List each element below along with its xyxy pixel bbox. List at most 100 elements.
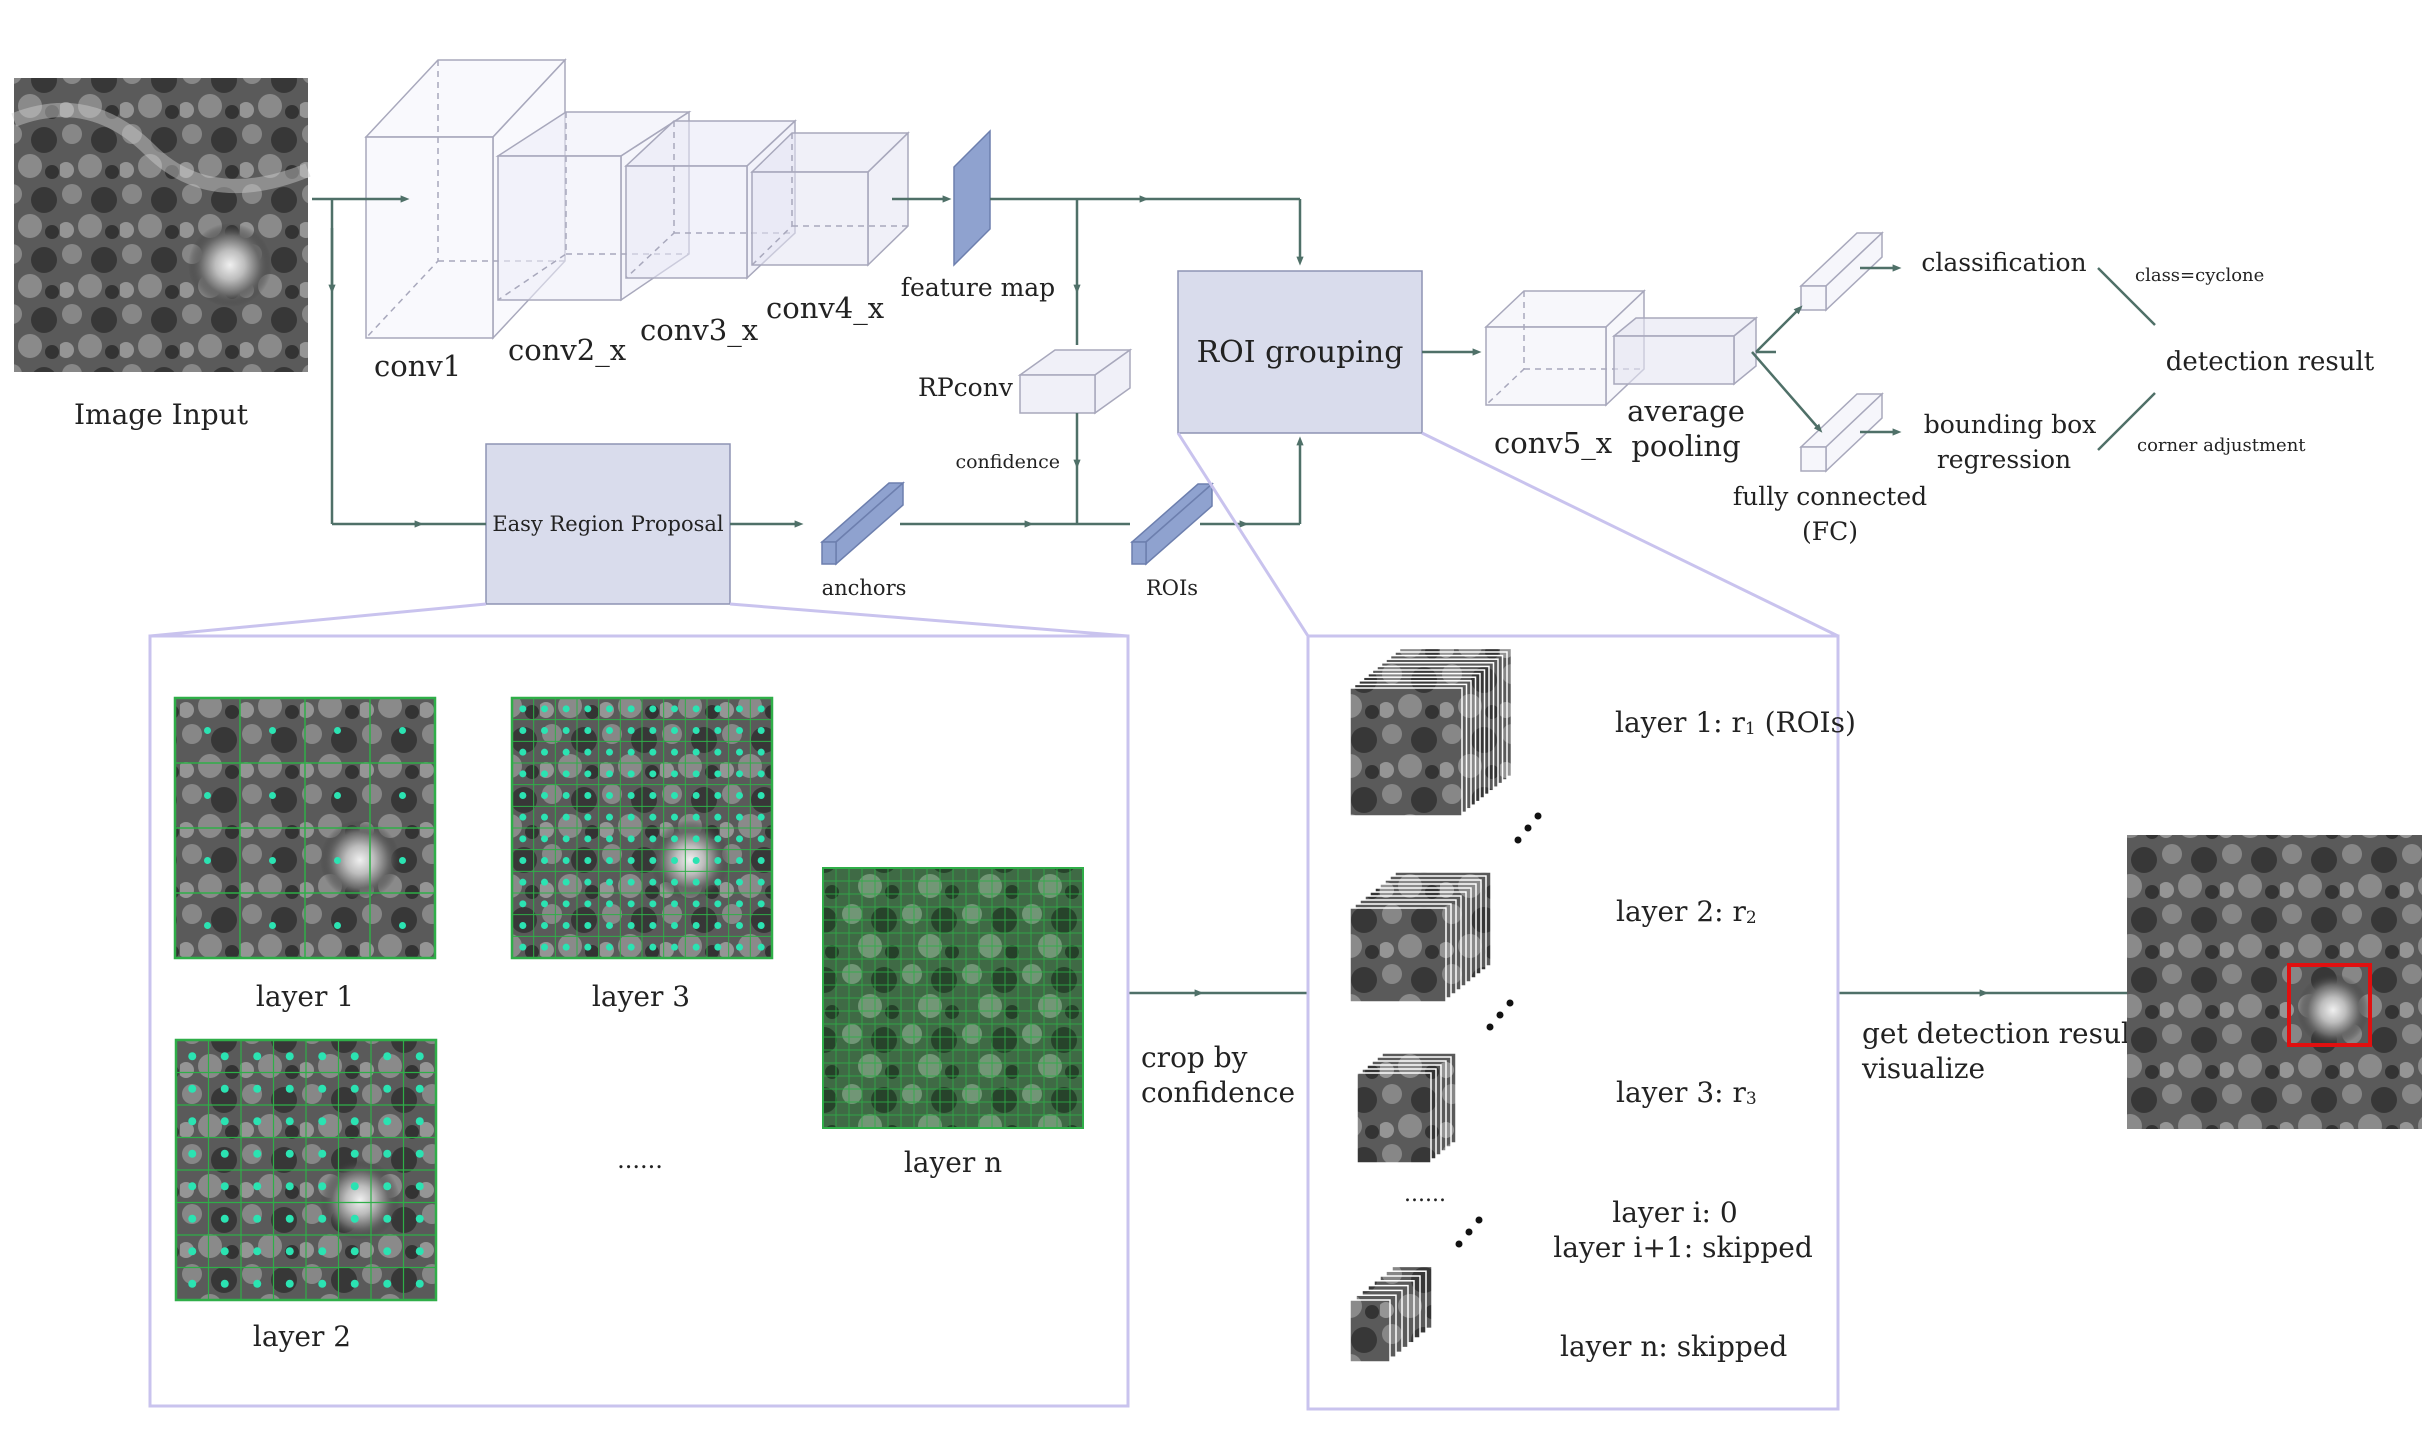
rois-block <box>1130 482 1214 566</box>
layern-grid-image <box>822 867 1084 1129</box>
anchor-dot <box>519 770 527 778</box>
anchor-dot <box>562 792 570 799</box>
anchor-dot <box>318 1052 327 1061</box>
anchor-dot <box>714 943 722 951</box>
conv1-label: conv1 <box>374 349 461 383</box>
roi-ellipsis-dots <box>1455 812 1542 1248</box>
anchor-dot <box>220 1214 229 1223</box>
anchor-dot <box>269 857 276 864</box>
anchor-dot <box>606 835 613 843</box>
corner-adjustment-note: corner adjustment <box>2137 435 2306 456</box>
anchor-dot <box>285 1149 294 1158</box>
anchor-dot <box>627 727 635 734</box>
anchor-dot <box>649 813 657 821</box>
anchor-dot <box>562 835 570 843</box>
anchor-dot <box>606 770 613 778</box>
layer3-label: layer 3 <box>592 980 690 1013</box>
anchor-dot <box>318 1084 327 1093</box>
anchor-dot <box>253 1149 262 1158</box>
anchor-dot <box>584 878 592 886</box>
class-cyclone-note: class=cyclone <box>2135 265 2264 286</box>
anchor-dot <box>415 1052 424 1061</box>
anchor-dot <box>253 1279 262 1288</box>
anchor-dot <box>541 813 548 821</box>
anchor-dot <box>757 922 765 929</box>
anchor-dot <box>519 878 527 886</box>
arrow-bbox-to-result <box>2097 392 2156 451</box>
anchor-dot <box>627 705 635 713</box>
anchor-dot <box>350 1279 359 1288</box>
anchor-dot <box>606 900 613 908</box>
anchor-dot <box>350 1247 359 1256</box>
conv5-label: conv5_x <box>1494 426 1612 461</box>
conv4-label: conv4_x <box>766 291 884 326</box>
anchor-dot <box>519 705 527 713</box>
fc-bottom-block <box>1799 392 1884 473</box>
anchor-dot <box>399 922 406 929</box>
anchor-dot <box>649 943 657 951</box>
anchor-dot <box>318 1214 327 1223</box>
anchor-dot <box>714 770 722 778</box>
anchor-dot <box>736 770 743 778</box>
anchor-dot <box>649 878 657 886</box>
rois-label: ROIs <box>1146 576 1198 600</box>
anchor-dot <box>736 857 743 864</box>
anchor-dot <box>736 727 743 734</box>
anchor-dot <box>736 792 743 799</box>
roi-layeri-label: layer i: 0 <box>1612 1196 1737 1229</box>
anchor-dot <box>692 748 700 756</box>
anchor-dot <box>584 922 592 929</box>
anchor-dot <box>188 1052 197 1061</box>
anchor-dot <box>541 900 548 908</box>
anchor-dot <box>541 770 548 778</box>
anchor-dot <box>220 1117 229 1126</box>
anchor-dot <box>383 1247 392 1256</box>
anchor-dot <box>627 792 635 799</box>
anchor-dot <box>627 922 635 929</box>
anchor-dot <box>606 943 613 951</box>
anchor-dot <box>736 813 743 821</box>
anchor-dot <box>334 792 341 799</box>
anchor-dot <box>649 748 657 756</box>
anchor-dot <box>253 1247 262 1256</box>
anchor-dot <box>757 705 765 713</box>
fc-label-2: (FC) <box>1802 517 1858 546</box>
anchor-dot <box>383 1117 392 1126</box>
anchor-dot <box>584 813 592 821</box>
anchor-dot <box>649 770 657 778</box>
anchor-dot <box>519 835 527 843</box>
anchor-dot <box>692 835 700 843</box>
anchor-dot <box>350 1052 359 1061</box>
anchor-dot <box>627 900 635 908</box>
anchor-dot <box>253 1052 262 1061</box>
anchor-dot <box>627 770 635 778</box>
anchor-dot <box>334 727 341 734</box>
anchor-dot <box>285 1052 294 1061</box>
anchor-dot <box>562 857 570 864</box>
conv2-label: conv2_x <box>508 333 626 368</box>
anchor-dot <box>671 727 678 734</box>
anchor-dot <box>541 792 548 799</box>
anchor-dot <box>714 857 722 864</box>
anchor-dot <box>714 813 722 821</box>
roi-crop <box>1349 687 1463 817</box>
anchor-dot <box>383 1279 392 1288</box>
anchor-dot <box>318 1182 327 1191</box>
anchor-dot <box>692 900 700 908</box>
anchor-dot <box>318 1279 327 1288</box>
anchor-dot <box>383 1182 392 1191</box>
anchor-dot <box>269 792 276 799</box>
layer1-label: layer 1 <box>256 980 354 1013</box>
roi-layer1-label: layer 1: r1 (ROIs) <box>1615 706 1856 739</box>
average-pooling-label-1: average <box>1627 394 1745 428</box>
roi-layer2-label: layer 2: r2 <box>1616 895 1757 928</box>
anchors-label: anchors <box>822 576 907 600</box>
output-label-1: get detection result <box>1862 1017 2142 1050</box>
anchor-dot <box>541 878 548 886</box>
anchor-dot <box>383 1084 392 1093</box>
anchor-dot <box>334 857 341 864</box>
anchor-dot <box>383 1214 392 1223</box>
anchor-dot <box>584 705 592 713</box>
anchor-dot <box>519 792 527 799</box>
